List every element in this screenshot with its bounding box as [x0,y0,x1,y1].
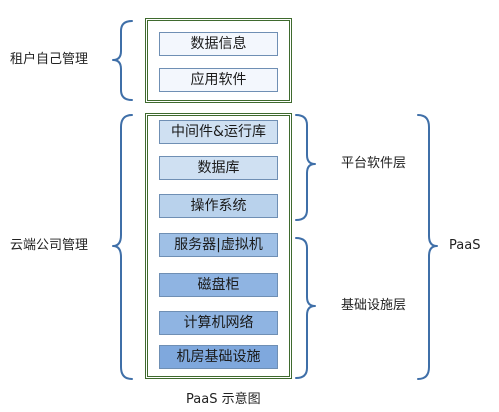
database-box: 数据库 [159,156,278,180]
datacenter-infra-box: 机房基础设施 [159,345,278,369]
tenant-bracket [112,20,133,101]
data-info-box: 数据信息 [159,32,278,56]
paas-label: PaaS [449,238,481,253]
tenant-managed-label: 租户自己管理 [10,52,89,67]
infra-layer-label: 基础设施层 [341,298,407,313]
application-software-box: 应用软件 [159,68,278,92]
platform-bracket [295,114,316,221]
paas-bracket [417,114,438,380]
middleware-runtime-box: 中间件&运行库 [159,120,278,144]
computer-network-box: 计算机网络 [159,311,278,335]
disk-cabinet-box: 磁盘柜 [159,273,278,297]
diagram-caption: PaaS 示意图 [186,392,261,407]
cloud-bracket [112,114,133,380]
infra-bracket [295,237,316,379]
server-vm-box: 服务器|虚拟机 [159,233,278,257]
cloud-managed-label: 云端公司管理 [10,238,89,253]
operating-system-box: 操作系统 [159,194,278,218]
platform-layer-label: 平台软件层 [341,156,407,171]
